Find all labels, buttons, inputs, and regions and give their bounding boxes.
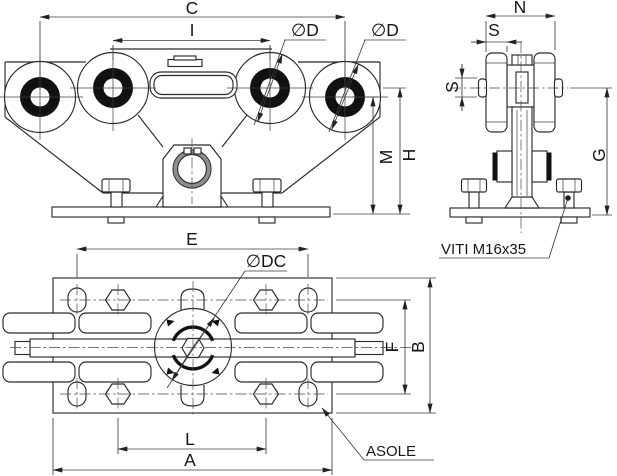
dim-label-n: N <box>514 0 527 17</box>
plan-view <box>2 277 384 414</box>
side-dimensions: N S S G <box>442 0 612 216</box>
dia-label-d-right: ∅D <box>371 20 399 40</box>
leader-dot <box>565 195 571 201</box>
clamp-screw <box>183 147 192 155</box>
clamp-screw <box>193 147 202 155</box>
centre-lug-top <box>180 288 205 310</box>
dim-label-f: F <box>382 342 402 353</box>
plan-wheels <box>2 312 384 383</box>
callout-slots-label: ASOLE <box>366 443 416 460</box>
side-bolt-left <box>460 178 488 224</box>
callout-viti: VITI M16x35 <box>439 195 571 259</box>
top-cap <box>167 55 203 68</box>
dim-label-i: I <box>190 20 195 40</box>
dim-label-l: L <box>185 429 195 449</box>
bearing-blocks <box>492 150 552 183</box>
dim-label-e: E <box>186 229 198 249</box>
dim-label-b: B <box>408 341 428 353</box>
front-view <box>3 48 382 224</box>
dim-label-m: M <box>376 150 396 165</box>
front-bolt-right <box>252 178 282 224</box>
front-dimensions: C I ∅D ∅D M H <box>39 0 419 215</box>
dim-label-c: C <box>186 0 199 18</box>
plan-dimensions: E ∅DC F B L A <box>52 229 436 475</box>
front-bolt-left <box>101 178 131 224</box>
dia-label-d-left: ∅D <box>291 20 319 40</box>
side-view <box>449 52 591 224</box>
wheel-pair <box>477 52 564 133</box>
axle-nut <box>511 54 533 66</box>
dim-label-s-axle: S <box>442 81 462 93</box>
front-base-plate <box>51 206 331 218</box>
side-bracket <box>503 54 541 209</box>
side-base-plate <box>449 207 591 218</box>
dim-label-g: G <box>589 148 609 162</box>
callout-screws-label: VITI M16x35 <box>441 241 526 258</box>
dim-label-s-wheel: S <box>488 20 500 40</box>
dim-label-a: A <box>184 450 196 470</box>
callout-asole: ASOLE <box>321 407 434 461</box>
central-slot <box>149 71 238 99</box>
bearing-bracket <box>155 144 229 208</box>
centre-lug-bottom <box>180 385 205 407</box>
dim-label-h: H <box>399 149 419 162</box>
dia-label-dc: ∅DC <box>246 251 287 271</box>
